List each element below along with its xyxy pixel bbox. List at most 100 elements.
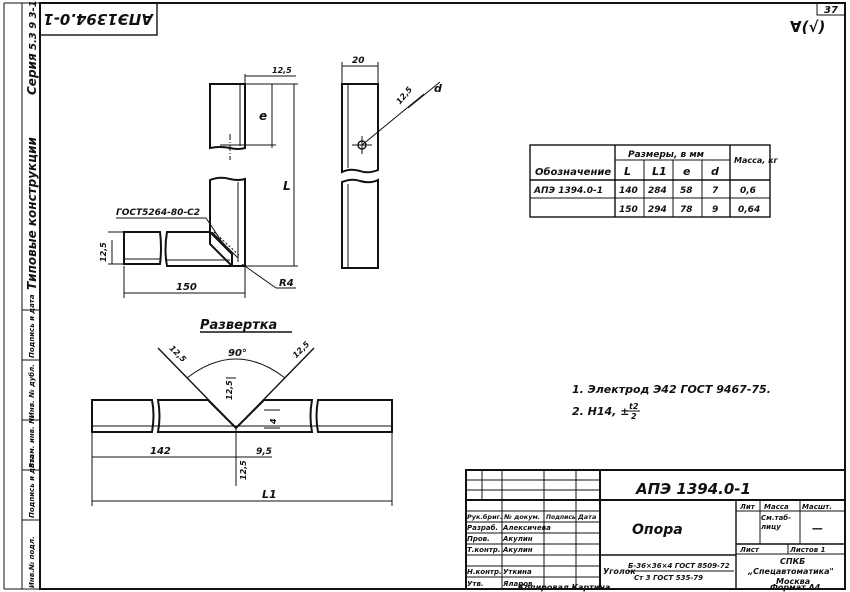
title-designation: АПЭ 1394.0-1	[635, 480, 751, 498]
mass-value: См.таб-лицу	[761, 514, 792, 531]
name-5: Уткина	[503, 568, 532, 576]
title-name: Опора	[632, 522, 683, 538]
dim-e: e	[259, 109, 267, 123]
note-line-2: 2. Н14, ±	[572, 405, 629, 418]
material-top: Б-36×36×4 ГОСТ 8509-72	[628, 562, 730, 570]
footer-copied: Копировал Картина	[518, 583, 610, 592]
row1-L: 140	[619, 186, 638, 196]
name-3: Акулин	[502, 546, 533, 554]
role-5: Н.контр.	[467, 568, 502, 576]
stamp-label-2: Подпись и дата	[28, 454, 36, 518]
dim-12-5-flat-bottom: 12,5	[239, 460, 248, 480]
main-view: 12,5 e L 12,5 150 R4 ГОСТ5264-80-С2	[99, 66, 298, 298]
tb-header-4: Дата	[577, 513, 596, 521]
dim-12-5-top: 12,5	[272, 66, 292, 75]
col-L: L	[624, 165, 631, 178]
horizontal-leg-left	[123, 231, 162, 265]
gost-weld-note: ГОСТ5264-80-С2	[116, 208, 200, 218]
side-view: 20 d 12,5	[341, 56, 442, 269]
dim-20: 20	[352, 56, 365, 66]
dim-12-5-flat-center: 12,5	[225, 380, 234, 400]
dim-142: 142	[150, 446, 171, 457]
top-stamp-code: АПЭ1394.0-1	[43, 10, 154, 28]
col-mass: Масса	[764, 503, 789, 511]
dim-L1: L1	[262, 488, 277, 501]
tb-header-3: Подпись	[546, 514, 576, 521]
dim-150: 150	[176, 282, 197, 293]
row2-e: 78	[680, 205, 693, 215]
note-frac-top: t2	[629, 402, 639, 411]
margin-stamp: Инв.№ подл. Подпись и дата Взам. инв. № …	[22, 294, 40, 588]
note-frac-bottom: 2	[631, 412, 637, 421]
dim-4: 4	[269, 418, 278, 425]
col-lit: Лит	[739, 503, 756, 511]
row2-mass: 0,64	[738, 205, 760, 215]
tb-header-2: № докум.	[503, 513, 540, 521]
note-line-1: 1. Электрод Э42 ГОСТ 9467-75.	[572, 383, 771, 396]
row1-designation: АПЭ 1394.0-1	[533, 186, 603, 196]
notes: 1. Электрод Э42 ГОСТ 9467-75. 2. Н14, ± …	[572, 383, 771, 421]
dim-R4: R4	[279, 278, 294, 289]
tb-header-1: Рук.бриг.	[467, 513, 503, 521]
title-block: АПЭ 1394.0-1 Рук.бриг. № докум. Подпись …	[465, 469, 846, 590]
name-1: Алексичева	[502, 524, 551, 532]
stamp-label-5: Подпись и дата	[28, 294, 36, 358]
dim-9-5: 9,5	[256, 447, 272, 457]
angle-90: 90°	[228, 348, 247, 359]
dim-12-5-side: 12,5	[395, 85, 415, 106]
dim-12-5-left: 12,5	[99, 242, 108, 262]
name-6: Яларов	[502, 580, 533, 588]
table-header-designation: Обозначение	[535, 166, 611, 178]
row1-mass: 0,6	[740, 186, 756, 196]
org-line-3: Москва	[776, 577, 810, 586]
footer-format: Формат А4	[770, 583, 821, 592]
row2-L1: 294	[648, 205, 667, 215]
stamp-label-4: Инв. № дубл.	[28, 364, 36, 418]
roughness-mark: ∀(√)	[790, 18, 825, 36]
horizontal-leg-right	[164, 231, 233, 267]
row2-L: 150	[619, 205, 638, 215]
role-6: Утв.	[467, 580, 484, 588]
table-header-mass: Масса, кг	[734, 156, 778, 165]
dim-12-5-flat-right: 12,5	[291, 339, 312, 360]
col-L1: L1	[652, 165, 667, 178]
sheets-label: Листов 1	[789, 546, 826, 554]
org-line-2: „Спецавтоматика"	[747, 567, 834, 576]
material-label: Уголок	[603, 567, 636, 576]
role-3: Т.контр.	[467, 546, 501, 554]
table-header-sizes: Размеры, в мм	[628, 150, 705, 160]
series-label: Серия	[25, 53, 39, 95]
flat-pattern: Развертка 90° 12,5 12,5 12,5 4 142 9,5 1…	[91, 318, 393, 506]
col-e: e	[683, 165, 691, 178]
doc-title: Типовые конструкции	[25, 137, 39, 290]
sheet-label: Лист	[739, 546, 760, 554]
flat-pattern-title: Развертка	[200, 318, 277, 333]
row1-L1: 284	[648, 186, 667, 196]
row1-d: 7	[712, 186, 719, 196]
stamp-label-1: Инв.№ подл.	[28, 536, 36, 588]
dim-d: d	[434, 82, 442, 95]
row2-d: 9	[712, 205, 718, 215]
stamp-label-3: Взам. инв. №	[28, 415, 36, 468]
drawing-frame	[39, 2, 846, 590]
page-number-box	[816, 2, 846, 16]
col-scale: Масшт.	[802, 503, 832, 511]
top-stamp-box	[39, 2, 158, 36]
series-value: 5.3 9 3-1	[28, 0, 39, 50]
name-2: Акулин	[502, 535, 533, 543]
side-lower	[341, 178, 379, 269]
dim-L: L	[283, 179, 291, 193]
org-line-1: СПКБ	[780, 557, 805, 566]
col-d: d	[711, 165, 719, 178]
vertical-leg-lower	[209, 176, 246, 267]
size-table: Обозначение Размеры, в мм Масса, кг L L1…	[529, 144, 778, 218]
role-1: Разраб.	[467, 524, 498, 532]
row1-e: 58	[680, 186, 693, 196]
page-number: 37	[824, 5, 838, 16]
side-upper	[341, 83, 379, 174]
material-bottom: Ст 3 ГОСТ 535-79	[634, 574, 703, 582]
scale-value: —	[812, 522, 823, 535]
role-2: Пров.	[467, 535, 490, 543]
